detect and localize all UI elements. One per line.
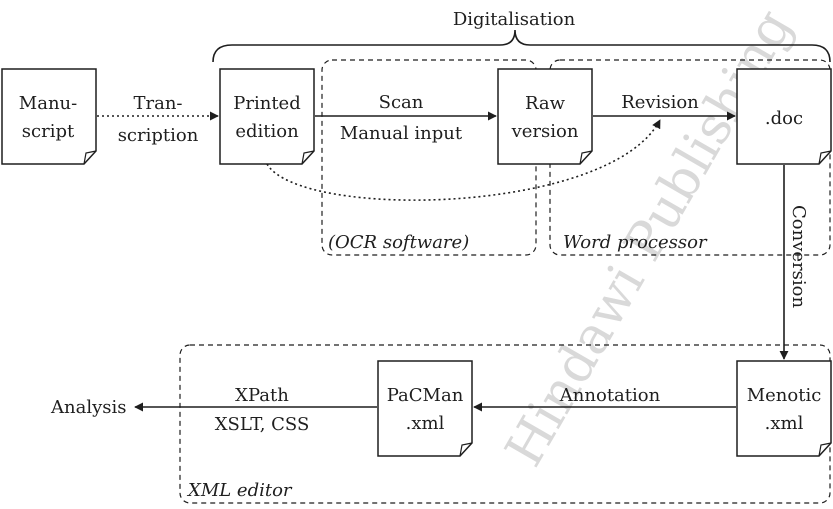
- analysis-label: Analysis: [50, 397, 126, 418]
- menotic-xml-label-1: Menotic: [747, 385, 822, 406]
- xslt-css-label: XSLT, CSS: [215, 414, 310, 435]
- transcription-label-2: scription: [118, 125, 199, 146]
- manual-input-curve-arrow: [266, 119, 661, 201]
- doc-node: .doc: [736, 68, 832, 165]
- printed-edition-label-2: edition: [235, 121, 299, 142]
- conversion-label: Conversion: [788, 205, 809, 308]
- pacman-xml-label-2: .xml: [406, 413, 445, 434]
- doc-label: .doc: [765, 108, 803, 129]
- manuscript-label-2: script: [22, 121, 75, 142]
- scan-label: Scan: [379, 92, 424, 113]
- raw-version-node: Raw version: [497, 68, 593, 165]
- raw-version-label-1: Raw: [525, 93, 566, 114]
- manuscript-label-1: Manu-: [19, 93, 77, 114]
- pacman-xml-node: PaCMan .xml: [377, 360, 473, 457]
- annotation-label: Annotation: [559, 385, 661, 406]
- digitalisation-brace: [212, 29, 831, 63]
- menotic-xml-label-2: .xml: [765, 413, 804, 434]
- printed-edition-node: Printed edition: [219, 68, 315, 165]
- xpath-label: XPath: [235, 385, 289, 406]
- raw-version-label-2: version: [511, 121, 579, 142]
- pacman-xml-label-1: PaCMan: [387, 385, 464, 406]
- manuscript-node: Manu- script: [1, 68, 97, 165]
- printed-edition-label-1: Printed: [233, 93, 300, 114]
- revision-label: Revision: [621, 92, 699, 113]
- manual-input-label: Manual input: [340, 123, 463, 144]
- ocr-software-label: (OCR software): [328, 232, 469, 253]
- digitalisation-label: Digitalisation: [453, 9, 576, 30]
- menotic-xml-node: Menotic .xml: [736, 360, 832, 457]
- word-processor-label: Word processor: [563, 232, 708, 253]
- xml-editor-label: XML editor: [186, 480, 293, 501]
- transcription-label-1: Tran-: [133, 93, 182, 114]
